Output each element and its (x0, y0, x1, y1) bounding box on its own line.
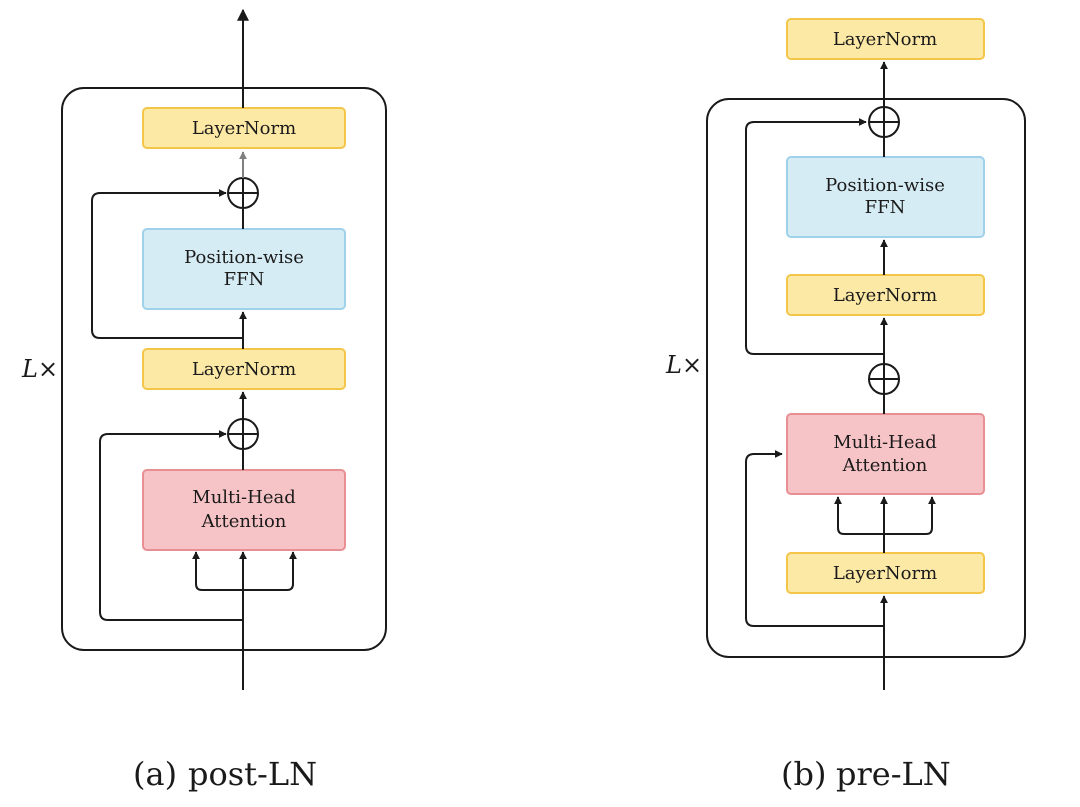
pre-ln-repeat-label: L× (665, 351, 702, 379)
post-ln-top-layernorm-label: LayerNorm (192, 118, 296, 139)
pre-ln-attn-layernorm-label: LayerNorm (833, 563, 937, 584)
post-ln-ffn-label-1: Position-wise (184, 247, 304, 268)
pre-ln-attention-box (786, 413, 985, 495)
pre-ln-final-layernorm-box (786, 18, 985, 60)
pre-ln-ffn-layernorm-label: LayerNorm (833, 285, 937, 306)
pre-ln-add-1 (868, 363, 900, 395)
post-ln-mid-layernorm-label: LayerNorm (192, 359, 296, 380)
pre-ln-ffn-label-1: Position-wise (825, 175, 945, 196)
pre-ln-ffn-box (786, 156, 985, 238)
pre-ln-qkv-branch-right (884, 496, 936, 535)
post-ln-ffn-label-2: FFN (224, 269, 265, 290)
pre-ln-caption-text: pre-LN (836, 755, 951, 793)
pre-ln-qkv-branch-left (834, 496, 884, 535)
pre-ln-add-2 (868, 106, 900, 138)
pre-ln-caption-tag: (b) (781, 755, 826, 793)
post-ln-caption-text: post-LN (188, 755, 317, 793)
post-ln-caption-tag: (a) (133, 755, 177, 793)
post-ln-add-1 (227, 418, 259, 450)
post-ln-attention-label-1: Multi-Head (192, 487, 295, 508)
post-ln-attention-box (142, 469, 346, 551)
post-ln-add-2 (227, 177, 259, 209)
pre-ln-attention-label-2: Attention (842, 455, 928, 476)
post-ln-ffn-residual (91, 189, 243, 339)
post-ln-attention-label-2: Attention (201, 511, 287, 532)
post-ln-qkv-branch-right (243, 551, 297, 591)
pre-ln-repeat-frame (706, 98, 1026, 658)
pre-ln-attn-layernorm-box (786, 552, 985, 594)
pre-ln-final-layernorm-label: LayerNorm (833, 29, 937, 50)
pre-ln-diagram: L× LayerNorm Multi-Head Attention Laye (665, 18, 1026, 793)
pre-ln-ffn-layernorm-box (786, 274, 985, 316)
pre-ln-attention-label-1: Multi-Head (833, 432, 936, 453)
pre-ln-ffn-label-2: FFN (865, 197, 906, 218)
post-ln-repeat-label: L× (21, 355, 58, 383)
post-ln-repeat-frame (61, 87, 387, 651)
pre-ln-attn-residual (745, 450, 884, 627)
post-ln-diagram: L× Multi-Head Attention LayerNorm (21, 8, 387, 793)
post-ln-qkv-branch (192, 551, 243, 591)
pre-ln-ffn-residual (745, 118, 884, 355)
post-ln-attn-residual (99, 430, 243, 621)
